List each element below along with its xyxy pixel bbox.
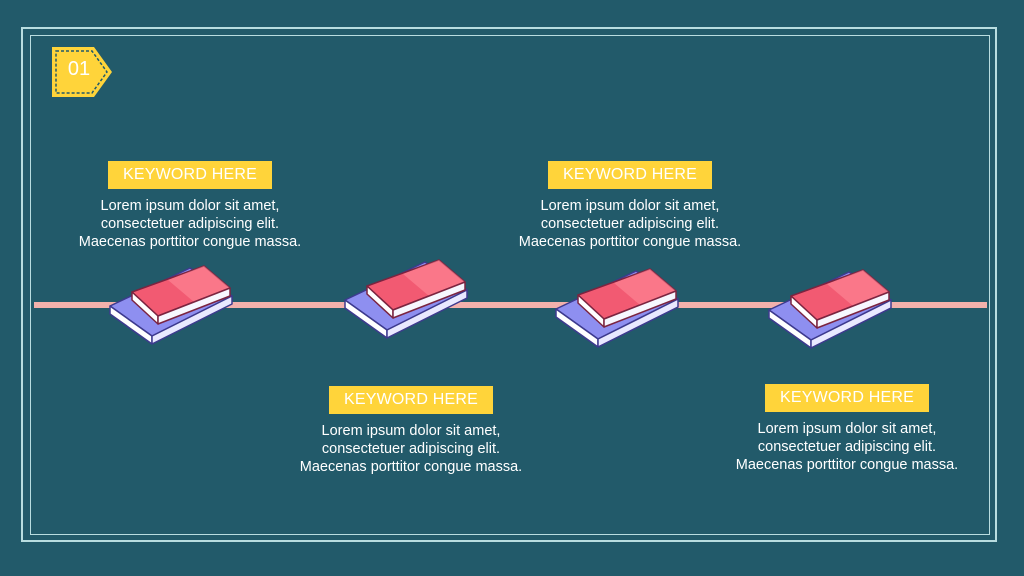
book-stack-icon — [768, 269, 892, 349]
slide-frame-inner — [30, 35, 990, 535]
slide-number-badge: 01 — [50, 46, 114, 98]
description-line: consectetuer adipiscing elit. — [540, 216, 720, 232]
book-stack-icon — [555, 268, 679, 348]
timeline-item-2: KEYWORD HERE Lorem ipsum dolor sit amet,… — [261, 386, 561, 476]
pentagon-tag-icon — [52, 47, 112, 97]
book-stack-icon — [344, 259, 468, 339]
description-line: Lorem ipsum dolor sit amet, — [540, 198, 720, 214]
timeline-item-1: KEYWORD HERE Lorem ipsum dolor sit amet,… — [40, 161, 340, 251]
timeline-item-3: KEYWORD HERE Lorem ipsum dolor sit amet,… — [480, 161, 780, 251]
item-description: Lorem ipsum dolor sit amet, consectetuer… — [40, 197, 340, 251]
keyword-label: KEYWORD HERE — [108, 161, 272, 189]
book-stack-icon — [109, 265, 233, 345]
keyword-label: KEYWORD HERE — [765, 384, 929, 412]
slide-frame-outer — [21, 27, 997, 542]
description-line: consectetuer adipiscing elit. — [321, 441, 501, 457]
description-line: Maecenas porttitor congue massa. — [735, 457, 959, 473]
description-line: Lorem ipsum dolor sit amet, — [100, 198, 280, 214]
description-line: Maecenas porttitor congue massa. — [518, 234, 742, 250]
description-line: Maecenas porttitor congue massa. — [78, 234, 302, 250]
slide-number: 01 — [67, 58, 91, 80]
timeline-line — [34, 302, 987, 308]
item-description: Lorem ipsum dolor sit amet, consectetuer… — [261, 422, 561, 476]
timeline-item-4: KEYWORD HERE Lorem ipsum dolor sit amet,… — [697, 384, 997, 474]
item-description: Lorem ipsum dolor sit amet, consectetuer… — [697, 420, 997, 474]
keyword-label: KEYWORD HERE — [548, 161, 712, 189]
description-line: consectetuer adipiscing elit. — [100, 216, 280, 232]
description-line: Maecenas porttitor congue massa. — [299, 459, 523, 475]
description-line: Lorem ipsum dolor sit amet, — [757, 421, 937, 437]
description-line: consectetuer adipiscing elit. — [757, 439, 937, 455]
item-description: Lorem ipsum dolor sit amet, consectetuer… — [480, 197, 780, 251]
description-line: Lorem ipsum dolor sit amet, — [321, 423, 501, 439]
keyword-label: KEYWORD HERE — [329, 386, 493, 414]
